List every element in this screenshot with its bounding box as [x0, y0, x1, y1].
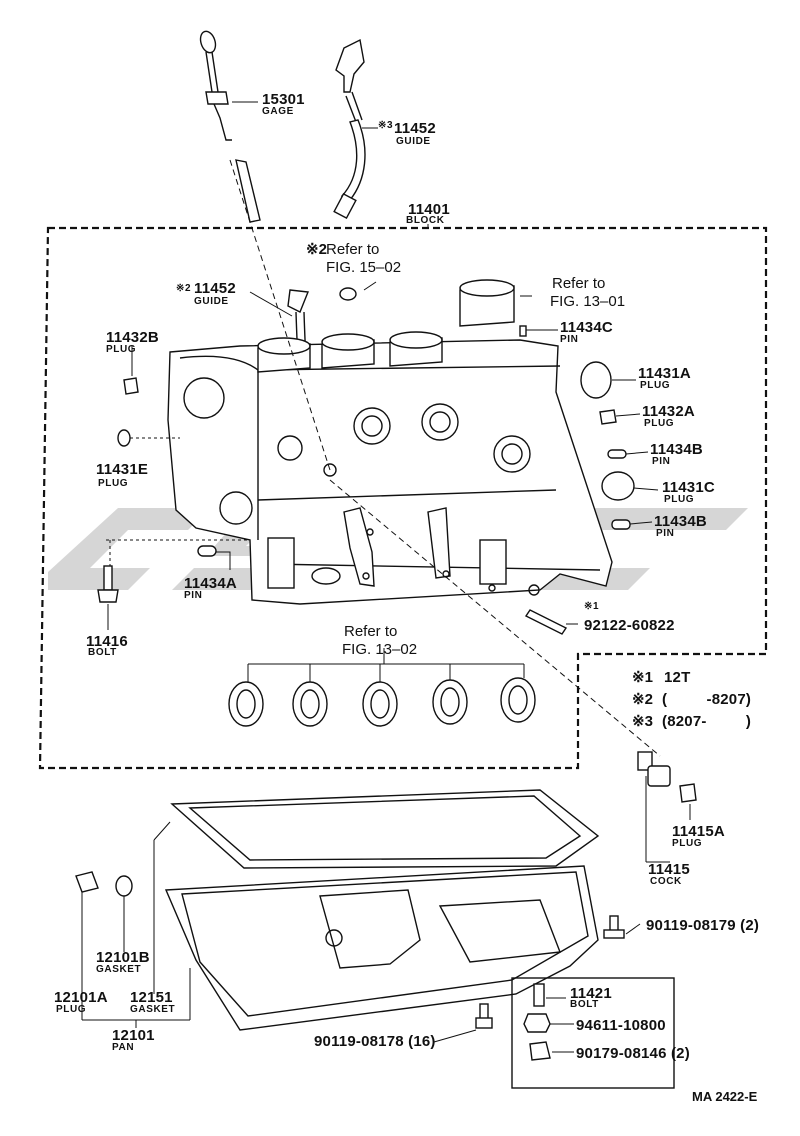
pin-11434a	[197, 545, 217, 557]
label-90119-08179: 90119-08179 (2)	[646, 917, 760, 934]
label-12101b-num: 12101B	[96, 949, 150, 966]
label-11416-num: 11416	[86, 633, 128, 650]
label-11434a-name: PIN	[184, 590, 203, 601]
label-12101-num: 12101	[112, 1027, 155, 1044]
bolt-11416	[97, 565, 119, 603]
label-11434b-1-name: PIN	[652, 456, 671, 467]
label-11452-mid-name: GUIDE	[194, 296, 229, 307]
label-11431c-num: 11431C	[662, 479, 715, 496]
pistons	[257, 279, 515, 373]
label-11401-num: 11401	[408, 201, 450, 218]
block-boundary	[38, 226, 768, 770]
label-11434b-2-num: 11434B	[654, 513, 707, 530]
legend-mark-1: ※1	[632, 669, 653, 686]
label-12151-name: GASKET	[130, 1004, 176, 1015]
label-ref-15-02-line2: FIG. 15–02	[326, 259, 402, 276]
stud-92122	[524, 609, 568, 635]
label-ref-13-02-line1: Refer to	[344, 623, 398, 640]
legend-text-2: ( -8207)	[662, 691, 752, 708]
label-94611-10800: 94611-10800	[576, 1017, 666, 1034]
pin-11434b-2	[611, 519, 631, 530]
leader-lines	[81, 101, 691, 1053]
pan-bolts	[475, 915, 625, 1029]
oil-pan-gasket	[170, 789, 600, 869]
pin-11434b-1	[607, 449, 627, 459]
plug-11432b	[123, 377, 139, 395]
legend-mark-3: ※3	[632, 713, 653, 730]
main-bearing-caps	[311, 507, 540, 596]
label-92122-mark: ※1	[584, 601, 600, 612]
label-11432b-name: PLUG	[106, 344, 137, 355]
label-11434b-1-num: 11434B	[650, 441, 703, 458]
label-11421-name: BOLT	[570, 999, 599, 1010]
sensor-fitting	[339, 287, 357, 301]
label-90119-08178: 90119-08178 (16)	[314, 1033, 436, 1050]
oil-pan	[164, 865, 599, 1031]
engine-block	[167, 339, 613, 605]
legend-text-3: (8207- )	[662, 713, 752, 730]
label-12151-num: 12151	[130, 989, 173, 1006]
label-11432a-num: 11432A	[642, 403, 695, 420]
label-ref-13-01-line2: FIG. 13–01	[550, 293, 626, 310]
plug-11432a	[599, 409, 617, 425]
label-11431e-num: 11431E	[96, 461, 149, 478]
label-11434c-num: 11434C	[560, 319, 613, 336]
label-11431c-name: PLUG	[664, 494, 695, 505]
drain-plug-12101a	[75, 871, 99, 893]
label-11434b-2-name: PIN	[656, 528, 675, 539]
label-11431a-name: PLUG	[640, 380, 671, 391]
label-11452-top-name: GUIDE	[396, 136, 431, 147]
label-ref-13-02-line2: FIG. 13–02	[342, 641, 418, 658]
label-11432a-name: PLUG	[644, 418, 675, 429]
label-11452-top-mark: ※3	[378, 120, 394, 131]
label-11431a-num: 11431A	[638, 365, 691, 382]
label-11452-mid-num: 11452	[194, 280, 236, 297]
label-12101a-num: 12101A	[54, 989, 108, 1006]
label-11421-num: 11421	[570, 985, 612, 1002]
label-ref-15-02-line1: Refer to	[326, 241, 380, 258]
label-11401-name: BLOCK	[406, 215, 445, 226]
label-11452-top-num: 11452	[394, 120, 436, 137]
label-11415a-name: PLUG	[672, 838, 703, 849]
bolt-box	[511, 977, 675, 1089]
drain-gasket-12101b	[115, 875, 133, 897]
label-15301-num: 15301	[262, 91, 305, 108]
label-12101-name: PAN	[112, 1042, 135, 1053]
figure-code: MA 2422-E	[692, 1089, 758, 1104]
label-12101b-name: GASKET	[96, 964, 142, 975]
dipstick-gage	[199, 30, 261, 223]
label-12101a-name: PLUG	[56, 1004, 87, 1015]
plug-11431a	[580, 361, 612, 399]
crankshaft-bearings	[228, 677, 536, 727]
label-11434a-num: 11434A	[184, 575, 237, 592]
label-92122-num: 92122-60822	[584, 617, 675, 634]
label-11434c-name: PIN	[560, 334, 579, 345]
label-11432b-num: 11432B	[106, 329, 159, 346]
label-ref-15-02-mark: ※2	[306, 241, 327, 258]
legend-mark-2: ※2	[632, 691, 653, 708]
label-11415-name: COCK	[650, 876, 682, 887]
label-11452-mid-mark: ※2	[176, 283, 192, 294]
label-90179-08146: 90179-08146 (2)	[576, 1045, 690, 1062]
legend-text-1: 12T	[664, 669, 691, 686]
drain-cock-11415	[637, 751, 697, 803]
label-ref-13-01-line1: Refer to	[552, 275, 606, 292]
label-11416-name: BOLT	[88, 647, 117, 658]
label-11431e-name: PLUG	[98, 478, 129, 489]
plug-11431e	[117, 429, 131, 447]
plug-11431c	[601, 471, 635, 501]
oil-gage-guide-upper	[333, 38, 366, 220]
label-15301-name: GAGE	[262, 106, 294, 117]
label-11415-num: 11415	[648, 861, 690, 878]
label-11415a-num: 11415A	[672, 823, 725, 840]
pin-11434c	[519, 325, 527, 337]
